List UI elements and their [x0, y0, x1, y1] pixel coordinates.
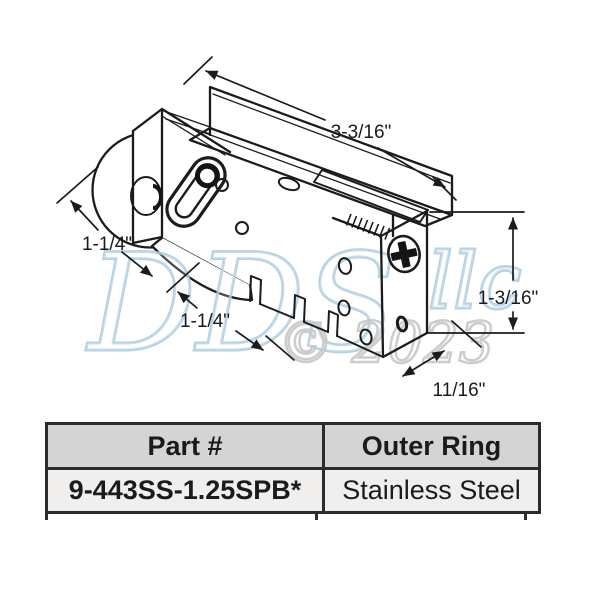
watermark: DDS llc © 2023 — [84, 224, 524, 384]
dim-label-end-height: 1-3/16" — [478, 288, 539, 309]
dimension-top-length: 3-3/16" — [183, 56, 457, 201]
cell-outer-ring: Stainless Steel — [322, 467, 541, 514]
header-outer-ring: Outer Ring — [322, 422, 541, 470]
parts-table-data-row: 9-443SS-1.25SPB* Stainless Steel — [45, 467, 541, 514]
back-plate-fill — [210, 87, 452, 215]
parts-table: Part # Outer Ring 9-443SS-1.25SPB* Stain… — [45, 422, 541, 514]
table-crop-stub — [524, 513, 527, 520]
table-crop-stub — [45, 513, 48, 520]
table-crop-stub — [315, 513, 318, 520]
adjustment-slot — [165, 156, 227, 228]
watermark-brand: DDS — [85, 225, 397, 382]
plate-holes — [215, 178, 409, 346]
header-part-number: Part # — [45, 422, 325, 470]
mounting-flange — [188, 126, 454, 228]
cell-part-number: 9-443SS-1.25SPB* — [45, 467, 325, 514]
dim-label-bottom-spacing: 1-1/4" — [180, 311, 230, 332]
parts-table-header-row: Part # Outer Ring — [45, 422, 541, 470]
part-line-work — [130, 85, 454, 359]
wheel-bottom-bulge — [150, 235, 254, 302]
flange-hole — [277, 176, 301, 192]
watermark-copyright: © 2023 — [278, 311, 494, 376]
end-face — [379, 209, 429, 359]
dimension-wheel-diameter: 1-1/4" — [56, 166, 200, 293]
phillips-screw — [387, 234, 421, 274]
end-face-fill — [381, 211, 427, 357]
part-body-fills — [91, 87, 452, 358]
bottom-teeth — [249, 275, 384, 358]
slot-screw — [194, 163, 220, 189]
dimension-bottom-spacing: 1-1/4" — [177, 291, 295, 361]
end-housing — [331, 209, 429, 359]
housing-band — [313, 169, 429, 240]
dimension-end-height: 1-3/16" — [427, 211, 539, 334]
watermark-suffix: llc — [428, 237, 522, 327]
dim-label-top-length: 3-3/16" — [331, 122, 392, 143]
side-plate — [130, 107, 164, 245]
dimension-end-depth: 11/16" — [402, 320, 486, 401]
serration-hatch — [345, 213, 391, 240]
dim-label-wheel-diameter: 1-1/4" — [82, 234, 132, 255]
dim-label-end-depth: 11/16" — [433, 380, 486, 401]
